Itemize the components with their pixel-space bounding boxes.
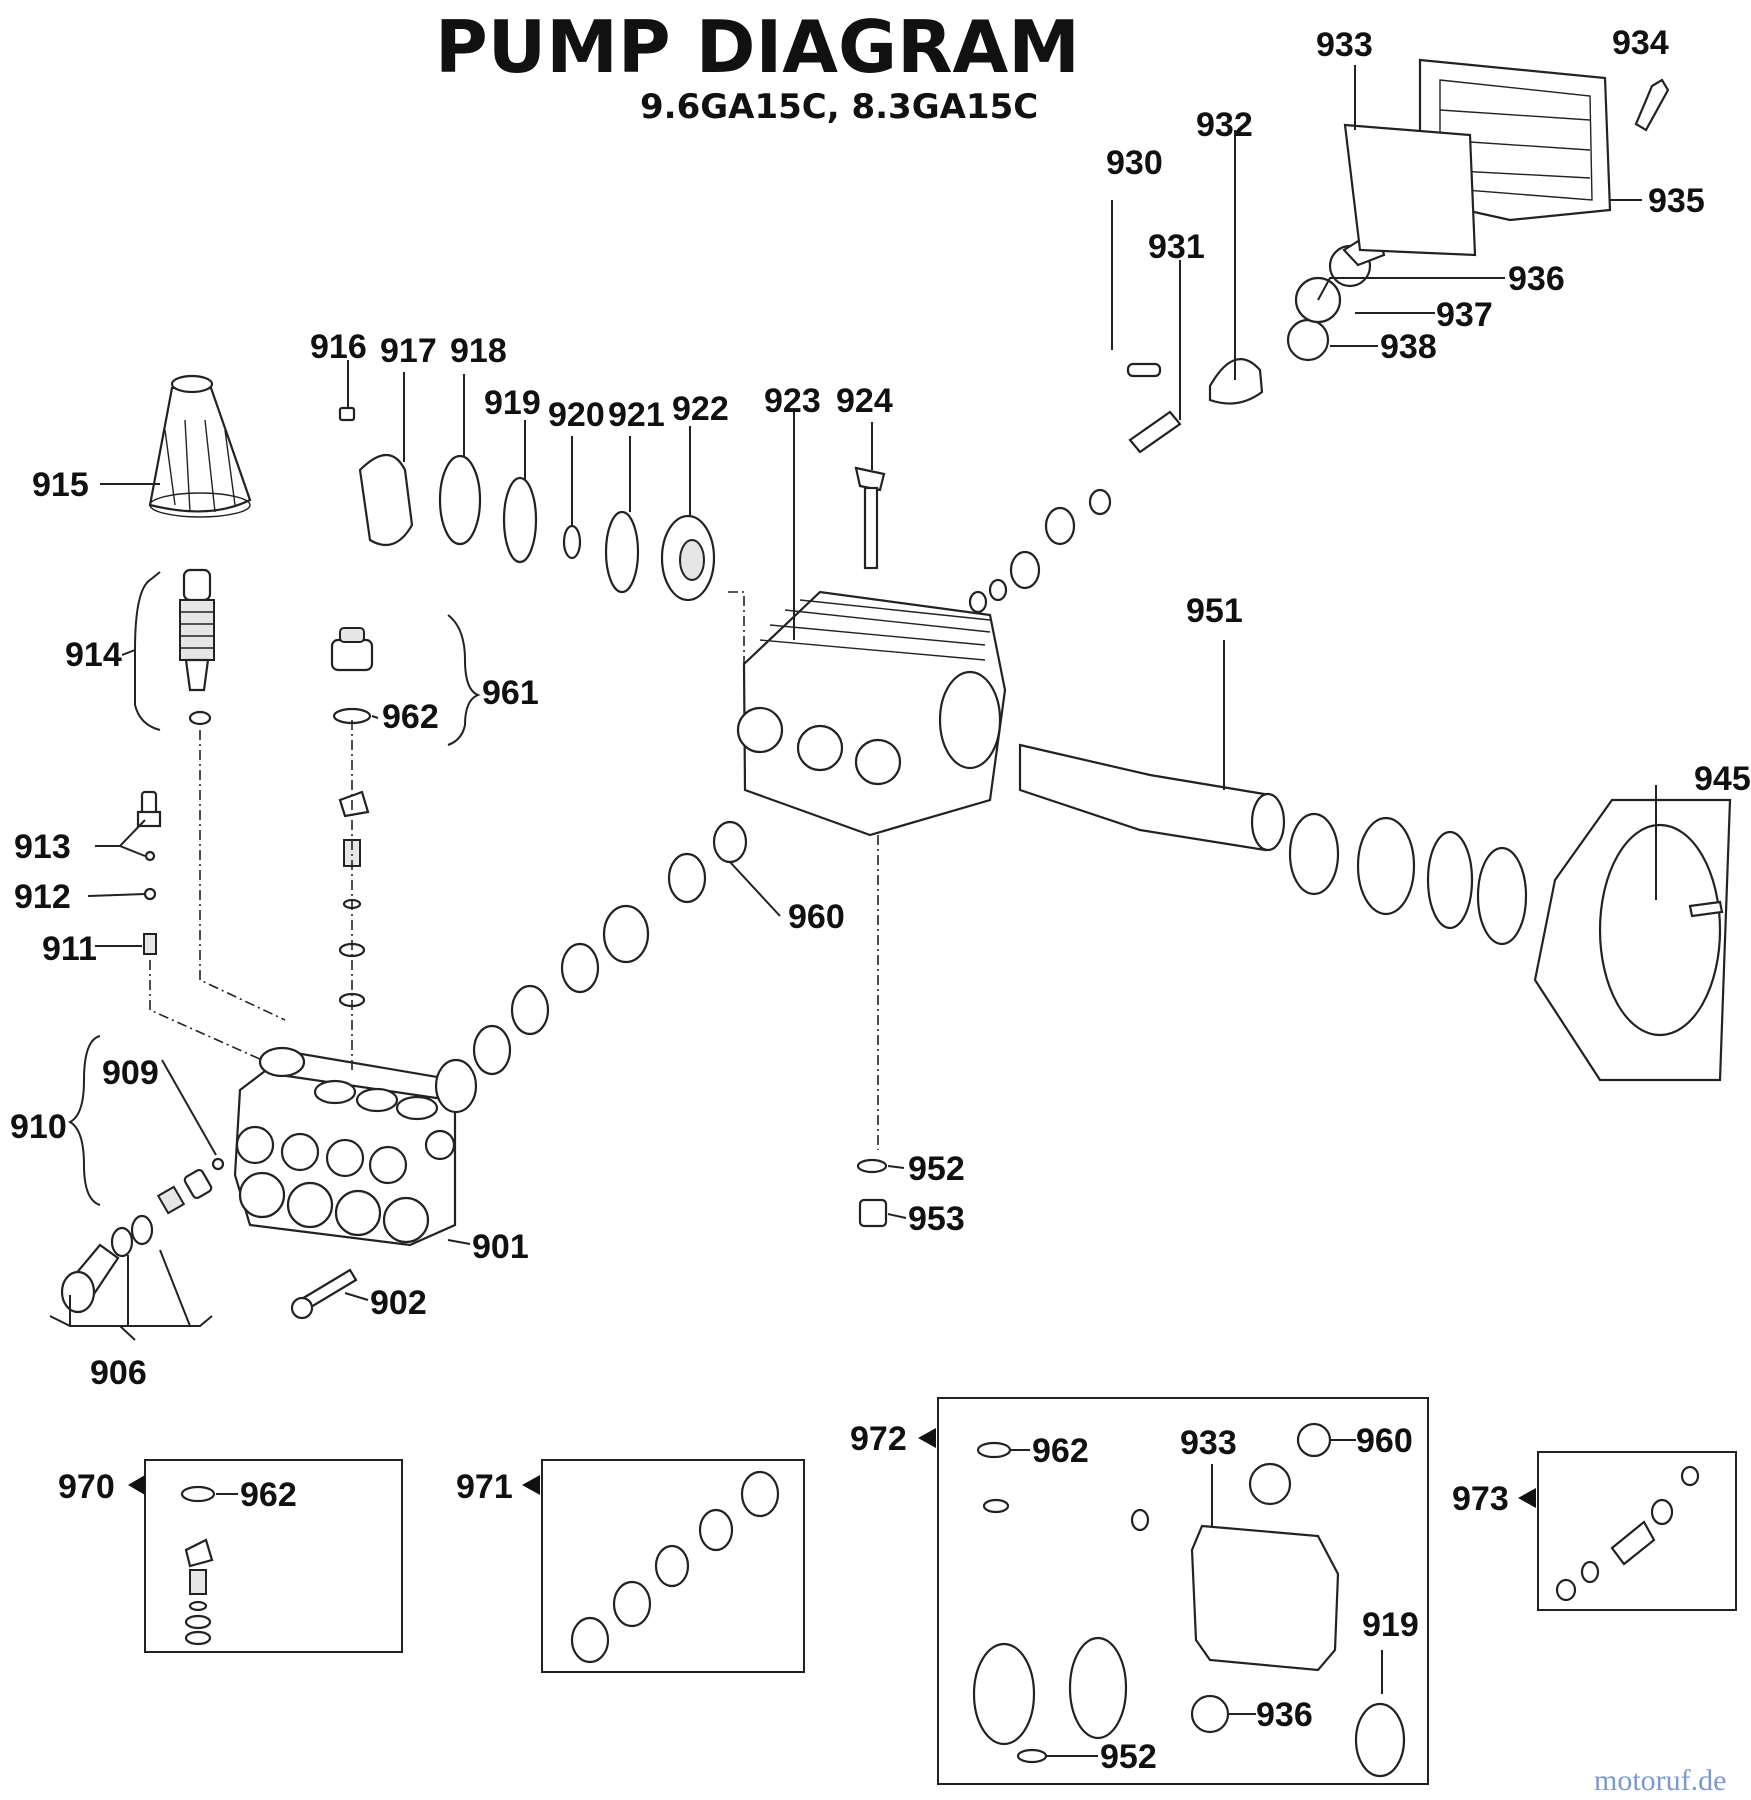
label-901: 901 [472, 1228, 529, 1266]
label-935: 935 [1648, 182, 1705, 220]
label-918: 918 [450, 332, 507, 370]
label-962: 962 [382, 698, 439, 736]
part-number-labels: 915 914 913 912 911 909 910 906 902 901 … [10, 24, 1751, 1392]
label-933: 933 [1316, 26, 1373, 64]
label-922: 922 [672, 390, 729, 428]
parts-952-953 [856, 1158, 888, 1228]
kit-972-item-952: 952 [1100, 1738, 1157, 1776]
parts-916-922 [338, 406, 716, 602]
part-945-housing [1533, 798, 1732, 1082]
label-937: 937 [1436, 296, 1493, 334]
label-960: 960 [788, 898, 845, 936]
watermark: motoruf.de [1594, 1764, 1726, 1797]
kit-971: 971 [456, 1459, 805, 1673]
label-912: 912 [14, 878, 71, 916]
kit-970-label: 970 [58, 1468, 115, 1506]
label-915: 915 [32, 466, 89, 504]
kit-972: 972 962 933 960 936 919 952 [850, 1397, 1429, 1785]
label-945: 945 [1694, 760, 1751, 798]
part-914-unloader [121, 568, 215, 731]
label-930: 930 [1106, 144, 1163, 182]
label-938: 938 [1380, 328, 1437, 366]
kit-972-item-919: 919 [1362, 1606, 1419, 1644]
kit-970-pointer-icon [128, 1475, 145, 1495]
label-924: 924 [836, 382, 893, 420]
label-932: 932 [1196, 106, 1253, 144]
kit-972-item-933: 933 [1180, 1424, 1237, 1462]
label-921: 921 [608, 396, 665, 434]
parts-906-909 [49, 1035, 225, 1341]
part-951-crankshaft [1018, 743, 1528, 946]
kit-972-item-960: 960 [1356, 1422, 1413, 1460]
label-951: 951 [1186, 592, 1243, 630]
label-911: 911 [42, 930, 97, 968]
label-913: 913 [14, 828, 71, 866]
label-906: 906 [90, 1354, 147, 1392]
seal-stack-parts [434, 820, 748, 1114]
diagram-subtitle: 9.6GA15C, 8.3GA15C [640, 87, 1038, 127]
part-902-bolt [290, 1268, 358, 1320]
label-909: 909 [102, 1054, 159, 1092]
label-936: 936 [1508, 260, 1565, 298]
parts-933-935 [1343, 58, 1670, 257]
label-923: 923 [764, 382, 821, 420]
dashed-guide-lines [149, 720, 879, 1150]
label-920: 920 [548, 396, 605, 434]
label-914: 914 [65, 636, 122, 674]
kit-970-item-962: 962 [240, 1476, 297, 1514]
label-934: 934 [1612, 24, 1669, 62]
kit-972-label: 972 [850, 1420, 907, 1458]
kit-973-pointer-icon [1518, 1488, 1536, 1508]
parts-930-938 [968, 238, 1386, 614]
diagram-title: PUMP DIAGRAM [435, 5, 1080, 89]
label-953: 953 [908, 1200, 965, 1238]
kit-971-label: 971 [456, 1468, 513, 1506]
label-916: 916 [310, 328, 367, 366]
part-901-manifold [233, 1046, 457, 1247]
label-910: 910 [10, 1108, 67, 1146]
leader-lines [87, 65, 1657, 1301]
label-919: 919 [484, 384, 541, 422]
label-952: 952 [908, 1150, 965, 1188]
kit-973: 973 [1452, 1451, 1737, 1611]
label-961: 961 [482, 674, 539, 712]
kit-972-item-936: 936 [1256, 1696, 1313, 1734]
label-917: 917 [380, 332, 437, 370]
valve-stack-parts [330, 614, 481, 1008]
label-902: 902 [370, 1284, 427, 1322]
kit-970: 970 962 [58, 1459, 403, 1653]
part-915-nozzle-cap [148, 374, 252, 518]
kit-973-label: 973 [1452, 1480, 1509, 1518]
label-931: 931 [1148, 228, 1205, 266]
kit-972-item-962: 962 [1032, 1432, 1089, 1470]
kit-971-pointer-icon [522, 1475, 540, 1495]
parts-911-913-small [136, 790, 162, 955]
kit-972-pointer-icon [918, 1428, 936, 1448]
part-924-dipstick [854, 466, 886, 570]
part-923-crankcase [728, 590, 1007, 837]
